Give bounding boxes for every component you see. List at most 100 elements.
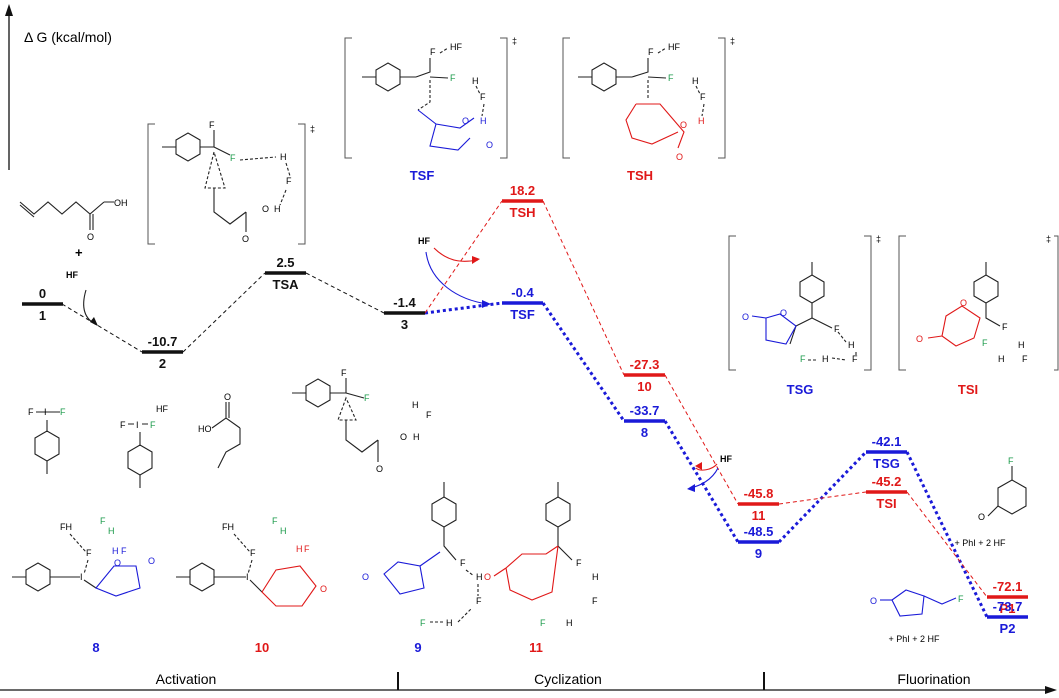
svg-text:F: F [480,92,486,102]
svg-text:O: O [114,558,121,568]
tsh-structure-label: TSH [627,168,653,183]
svg-text:F: F [852,354,858,364]
svg-text:F: F [800,354,806,364]
svg-text:F: F [460,558,466,568]
svg-text:F: F [272,516,278,526]
level-label-i10: 10 [637,379,651,394]
tsi-structure-label: TSI [958,382,978,397]
svg-text:HF: HF [156,404,168,414]
svg-text:O: O [676,152,683,162]
svg-text:H: H [280,526,287,536]
svg-text:O: O [916,334,923,344]
svg-text:OH: OH [114,198,128,208]
level-label-tsa: TSA [273,277,300,292]
svg-text:FH: FH [222,522,234,532]
svg-text:H: H [108,526,115,536]
svg-text:O: O [148,556,155,566]
pentenoic-acid-structure: OH O [19,198,128,242]
svg-text:H: H [476,572,483,582]
level-label-tsi: TSI [876,496,896,511]
energy-levels: 01-10.722.5TSA-1.43-0.4TSF18.2TSH-27.310… [22,183,1028,636]
svg-text:O: O [400,432,407,442]
svg-text:F: F [1002,322,1008,332]
svg-text:O: O [680,120,687,130]
svg-text:O: O [742,312,749,322]
level-energy-i2: -10.7 [148,334,178,349]
tsf-structure: F HF F H F O H O [344,37,508,159]
svg-text:H: H [412,400,419,410]
tsi-structure: O O F H F H F [898,235,1059,371]
svg-text:H: H [822,354,829,364]
level-energy-i9: -48.5 [744,524,774,539]
svg-text:H: H [998,354,1005,364]
svg-text:FH: FH [60,522,72,532]
svg-text:I: I [136,420,139,430]
region-label-activation: Activation [156,671,217,687]
tsi-ts-mark: ‡ [1046,234,1051,244]
svg-text:F: F [430,47,436,57]
svg-text:O: O [462,116,469,126]
level-label-i11: 11 [752,508,766,523]
svg-text:F: F [834,324,840,334]
svg-text:O: O [486,140,493,150]
svg-text:F: F [540,618,546,628]
hf-label-tsh: HF [418,236,430,246]
svg-text:F: F [700,92,706,102]
hf-attack-arrows [83,247,719,492]
intermediate-10-structure: I FH F F H H F O [176,516,327,607]
level-energy-r1: 0 [39,286,46,301]
plus-sign: + [75,245,83,260]
svg-text:F: F [668,73,674,83]
level-energy-p2: -73.7 [993,599,1023,614]
level-label-r1: 1 [39,308,46,323]
svg-text:F: F [286,176,292,186]
tsa-ts-mark: ‡ [310,124,315,134]
svg-text:O: O [242,234,249,244]
svg-text:I: I [80,572,83,582]
svg-text:F: F [420,618,426,628]
level-energy-tsa: 2.5 [276,255,294,270]
level-energy-tsh: 18.2 [510,183,535,198]
level-energy-i3: -1.4 [393,295,416,310]
region-label-cyclization: Cyclization [534,671,602,687]
svg-text:I: I [44,407,47,417]
svg-text:I: I [246,572,249,582]
level-energy-p1: -72.1 [993,579,1023,594]
svg-text:H: H [413,432,420,442]
svg-text:F: F [341,368,347,378]
svg-text:F: F [100,516,106,526]
product-p2-note: + PhI + 2 HF [888,634,940,644]
intermediate-10-label: 10 [255,640,269,655]
tsg-structure: O O F H F H F [728,235,872,371]
tsg-structure-label: TSG [787,382,814,397]
svg-text:HF: HF [668,42,680,52]
x-axis [0,672,1057,694]
level-label-p1: P1 [1000,601,1016,616]
complex-2-structure: F I F HF HO O [120,392,241,488]
svg-text:H: H [848,340,855,350]
svg-text:F: F [1022,354,1028,364]
svg-text:F: F [209,120,215,130]
intermediate-8-label: 8 [92,640,99,655]
level-energy-i8: -33.7 [630,403,660,418]
svg-text:O: O [484,572,491,582]
level-label-tsf: TSF [510,307,535,322]
svg-text:O: O [376,464,383,474]
y-axis [5,4,13,170]
hf-label-start: HF [66,270,78,280]
tsg-ts-mark: ‡ [876,234,881,244]
level-energy-tsg: -42.1 [872,434,902,449]
svg-text:F: F [86,548,92,558]
svg-text:H: H [592,572,599,582]
svg-text:H: H [446,618,453,628]
svg-text:O: O [87,232,94,242]
svg-text:F: F [450,73,456,83]
svg-text:F: F [28,407,34,417]
svg-text:F: F [230,153,236,163]
connectors [61,200,989,618]
svg-text:O: O [978,512,985,522]
level-label-i2: 2 [159,356,166,371]
intermediate-8-structure: I FH F F H H F O O [12,516,155,597]
svg-text:H: H [1018,340,1025,350]
